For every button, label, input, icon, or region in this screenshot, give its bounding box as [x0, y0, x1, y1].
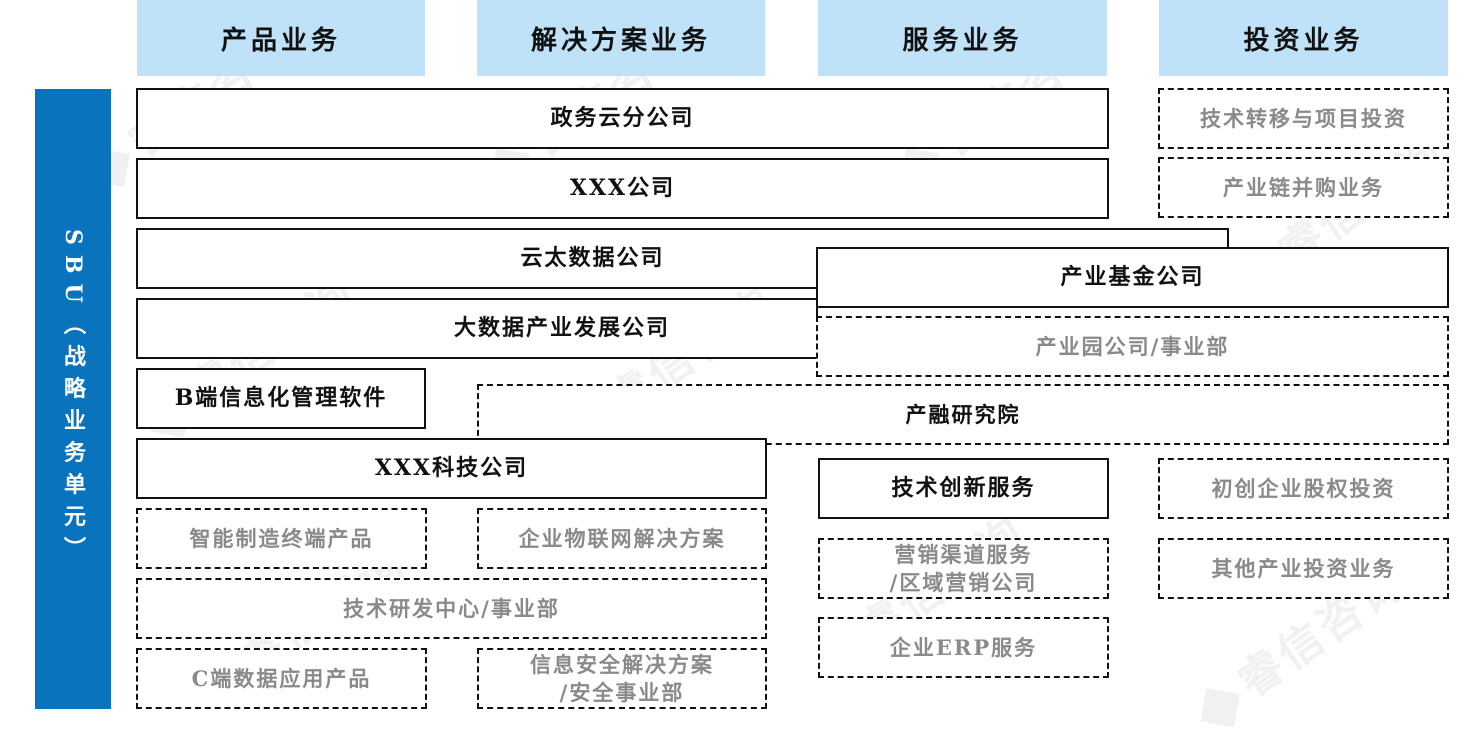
marketing-line1: 营销渠道服务	[894, 542, 1033, 568]
box-xxx-company: XXX公司	[136, 158, 1109, 219]
box-erp-service: 企业ERP服务	[818, 617, 1109, 678]
marketing-line2: /区域营销公司	[889, 569, 1038, 595]
header-investment: 投资业务	[1159, 0, 1448, 76]
box-marketing-channel: 营销渠道服务 /区域营销公司	[818, 538, 1109, 599]
box-other-investment: 其他产业投资业务	[1158, 538, 1449, 599]
info-security-line2: /安全事业部	[559, 679, 685, 705]
box-startup-equity: 初创企业股权投资	[1158, 458, 1449, 519]
sbu-label: SBU（战略业务单元）	[60, 229, 86, 569]
header-product: 产品业务	[137, 0, 425, 76]
sbu-sidebar: SBU（战略业务单元）	[35, 89, 111, 709]
box-bigdata-industry: 大数据产业发展公司	[136, 298, 818, 359]
box-research-institute: 产融研究院	[477, 384, 1449, 445]
box-rnd-center: 技术研发中心/事业部	[136, 578, 767, 639]
box-c-data-products: C端数据应用产品	[136, 648, 427, 709]
box-b-software: B端信息化管理软件	[136, 368, 426, 429]
box-iot-solution: 企业物联网解决方案	[477, 508, 767, 569]
header-service: 服务业务	[818, 0, 1107, 76]
box-tech-transfer: 技术转移与项目投资	[1158, 88, 1449, 149]
box-xxx-tech: XXX科技公司	[136, 438, 767, 499]
box-industrial-park: 产业园公司/事业部	[816, 316, 1449, 377]
box-gov-cloud: 政务云分公司	[136, 88, 1109, 149]
box-industry-fund: 产业基金公司	[816, 247, 1449, 308]
box-tech-innovation: 技术创新服务	[818, 458, 1109, 519]
header-solution: 解决方案业务	[477, 0, 765, 76]
info-security-line1: 信息安全解决方案	[530, 652, 714, 678]
box-ma-business: 产业链并购业务	[1158, 157, 1449, 218]
box-info-security: 信息安全解决方案 /安全事业部	[477, 648, 767, 709]
box-smart-manufacturing: 智能制造终端产品	[136, 508, 427, 569]
